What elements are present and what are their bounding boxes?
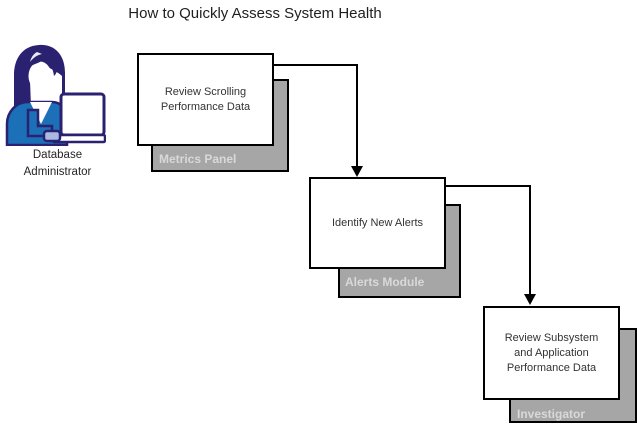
step1-text: Review Scrolling Performance Data [160,85,251,113]
step3-box-review-subsystem: Review Subsystem and Application Perform… [483,306,620,400]
vneck-shape [30,102,52,124]
step2-text: Identify New Alerts [331,216,424,229]
step1-box-review-scrolling: Review Scrolling Performance Data [137,53,274,146]
laptop-screen [59,92,106,137]
connector2-horizontal-line [445,185,531,187]
actor-label: Database Administrator [0,147,115,181]
step2-box-identify-alerts: Identify New Alerts [309,177,446,269]
diagram-title: How to Quickly Assess System Health [128,5,382,22]
connector1-arrowhead-icon [351,166,363,177]
step3-tag-investigator: Investigator [517,407,586,421]
hair-fringe-shape [29,51,57,76]
step3-text: Review Subsystem and Application Perform… [504,331,599,374]
face-shape [28,61,52,91]
actor-label-line1: Database [32,149,83,161]
step2-tag-alerts-module: Alerts Module [345,275,425,289]
neck-shape [34,87,46,104]
actor-label-line2: Administrator [23,166,92,178]
connector1-vertical-line [356,64,358,167]
hand-shape [42,129,62,143]
hair-highlight [30,52,42,62]
connector2-arrowhead-icon [524,294,536,305]
database-administrator-at-laptop-icon [5,44,106,146]
step1-tag-metrics-panel: Metrics Panel [159,152,237,166]
arm-shape [26,108,54,138]
connector1-horizontal-line [273,64,358,66]
connector2-vertical-line [529,185,531,295]
